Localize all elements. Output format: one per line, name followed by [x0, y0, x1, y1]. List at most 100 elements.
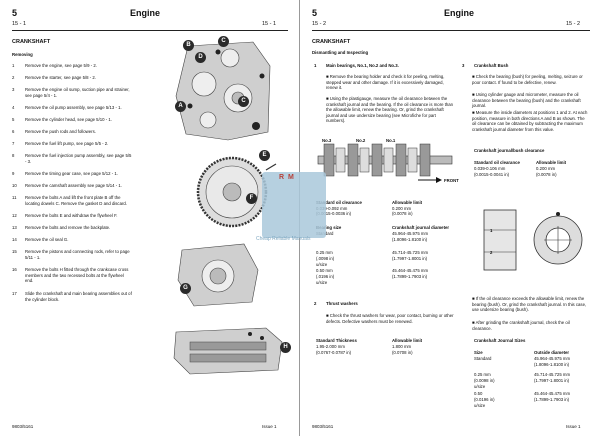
table-cell: (1.7997-1.8001 in) — [534, 378, 570, 383]
item-paragraph: ■ Measure the inside diameters at positi… — [472, 110, 588, 132]
item-number: 1 — [314, 63, 317, 68]
item-text: Measure the inside diameters at position… — [472, 110, 588, 132]
step-text: Remove the fuel injection pump assembly,… — [25, 153, 132, 164]
step-number: 12 — [12, 213, 17, 218]
table-cell: (1.7997-1.8001 in) — [392, 256, 428, 261]
subsection-number: 15 - 1 — [12, 21, 27, 27]
step-text: Remove the fuel lift pump, see page 5/5 … — [25, 141, 109, 146]
subsection-number-right: 15 - 2 — [566, 21, 581, 27]
step-text: Remove the oil seal G. — [25, 237, 69, 242]
table-cell: (0.0767-0.0787 in) — [316, 350, 352, 355]
table-title: Crankshaft Journal Sizes — [474, 338, 526, 343]
item-paragraph: ■ Remove the bearing holder and check it… — [326, 74, 445, 91]
step-text: Remove the bolts E and withdraw the flyw… — [25, 213, 118, 218]
table-cell: 45.964-45.975 mm — [392, 231, 429, 236]
step-number: 5 — [12, 117, 15, 122]
front-label: FRONT — [444, 178, 459, 183]
step-number: 8 — [12, 153, 15, 158]
table-cell: 0.039-0.106 mm — [474, 166, 506, 171]
table-cell: (.0196 in) — [316, 274, 335, 279]
callout-a: A — [175, 101, 186, 112]
step-number: 10 — [12, 183, 17, 188]
step-number: 17 — [12, 291, 17, 296]
step-text: Remove the camshaft assembly see page 5/… — [25, 183, 122, 188]
backplate-illustration — [177, 243, 259, 307]
bush-measurement-illustration — [483, 209, 583, 271]
step-text: Remove the bolts H fitted through the cr… — [25, 267, 129, 284]
heading: CRANKSHAFT — [312, 39, 351, 45]
step-text: Remove the starter, see page 5/8 - 2. — [25, 75, 96, 80]
callout-c: C — [218, 36, 229, 47]
step-number: 6 — [12, 129, 15, 134]
step-number: 4 — [12, 105, 15, 110]
bearing-label: No.2 — [356, 138, 366, 143]
step-number: 14 — [12, 237, 17, 242]
callout-h: H — [280, 342, 291, 353]
item-text: Using the plastigauge, measure the oil c… — [326, 96, 454, 124]
callout-g: G — [180, 283, 191, 294]
table-cell: u/size — [474, 384, 486, 389]
item-title: Main bearings, No.1, No.2 and No.3. — [326, 63, 399, 68]
step-number: 1 — [12, 63, 15, 68]
bearing-label: No.1 — [386, 138, 396, 143]
table-cell: (1.7899-1.7903 in) — [392, 274, 428, 279]
table-cell: (0.0196 in) — [474, 397, 495, 402]
right-page: 5 Engine 15 - 2 15 - 2 CRANKSHAFT Disman… — [300, 0, 600, 436]
step-number: 3 — [12, 87, 15, 92]
item-text: Using cylinder gauge and micrometer, mea… — [472, 92, 581, 109]
callout-b: B — [183, 40, 194, 51]
subheading: Dismantling and Inspecting — [312, 50, 369, 55]
item-paragraph: ■ Check the bearing (bush) for peeling, … — [472, 74, 583, 85]
page-number: 5 — [12, 8, 18, 18]
table-header: Allowable limit — [536, 160, 567, 165]
subsection-number-right: 15 - 1 — [262, 21, 277, 27]
watermark-text: Cheap Reliable Manuals — [256, 236, 311, 242]
item-text: Check the bearing (bush) for peeling, me… — [472, 74, 583, 85]
table-cell: (0.0015-0.0036 in) — [316, 211, 352, 216]
table-cell: (1.8096-1.8100 in) — [534, 362, 570, 367]
item-text: Check the thrust washers for wear, poor … — [326, 313, 454, 324]
bearing-label: No.3 — [322, 138, 332, 143]
item-paragraph: ■ If the oil clearance exceeds the allow… — [472, 296, 587, 313]
item-number: 2 — [314, 301, 317, 306]
table-cell: 0.25 mm — [474, 372, 491, 377]
heading: CRANKSHAFT — [12, 39, 51, 45]
step-text: Remove the bolts A and lift the front pl… — [25, 195, 127, 206]
item-text: If the oil clearance exceeds the allowab… — [472, 296, 587, 313]
front-plate-illustration — [175, 41, 271, 141]
item-text: Remove the bearing holder and check it f… — [326, 74, 445, 91]
table-cell: 45.714-45.725 mm — [392, 250, 429, 255]
footer-issue: Issue 1 — [262, 424, 277, 429]
header-rule — [312, 30, 590, 31]
callout-e: E — [259, 150, 270, 161]
section-title: Engine — [130, 8, 161, 18]
table-cell: 0.039-0.092 mm — [316, 206, 348, 211]
left-page: 5 Engine 15 - 1 15 - 1 CRANKSHAFT Removi… — [12, 0, 300, 436]
section-title: Engine — [444, 8, 475, 18]
table-cell: (0.0078 in) — [536, 172, 557, 177]
callout-d: D — [195, 52, 206, 63]
item-number: 3 — [462, 63, 465, 68]
table-cell: (0.0015-0.0041 in) — [474, 172, 510, 177]
table-header: Bearing size — [316, 225, 342, 230]
table-header: Crankshaft journal diameter — [392, 225, 450, 230]
step-text: Remove the oil pump assembly, see page 5… — [25, 105, 122, 110]
callout-c-lower: C — [238, 96, 249, 107]
item-paragraph: ■ Check the thrust washers for wear, poo… — [326, 313, 454, 324]
step-text: Remove the engine, see page 5/9 - 2. — [25, 63, 97, 68]
position-label: 1 — [490, 228, 493, 233]
step-number: 9 — [12, 171, 15, 176]
subsection-number: 15 - 2 — [312, 21, 327, 27]
watermark-logo — [262, 172, 326, 238]
table-header: Standard oil clearance — [316, 200, 362, 205]
table-cell: u/size — [316, 280, 328, 285]
item-title: Thrust washers — [326, 301, 358, 306]
table-cell: (.0098 in) — [316, 256, 335, 261]
step-number: 11 — [12, 195, 17, 200]
item-paragraph: ■ After grinding the crankshaft journal,… — [472, 320, 570, 331]
table-cell: 0.200 mm — [536, 166, 556, 171]
footer-doc-number: 9803/5161 — [312, 424, 334, 429]
table-cell: 0.25 mm — [316, 250, 333, 255]
table-cell: (0.0078 in) — [392, 211, 413, 216]
watermark-logo-text: R M — [279, 174, 295, 181]
